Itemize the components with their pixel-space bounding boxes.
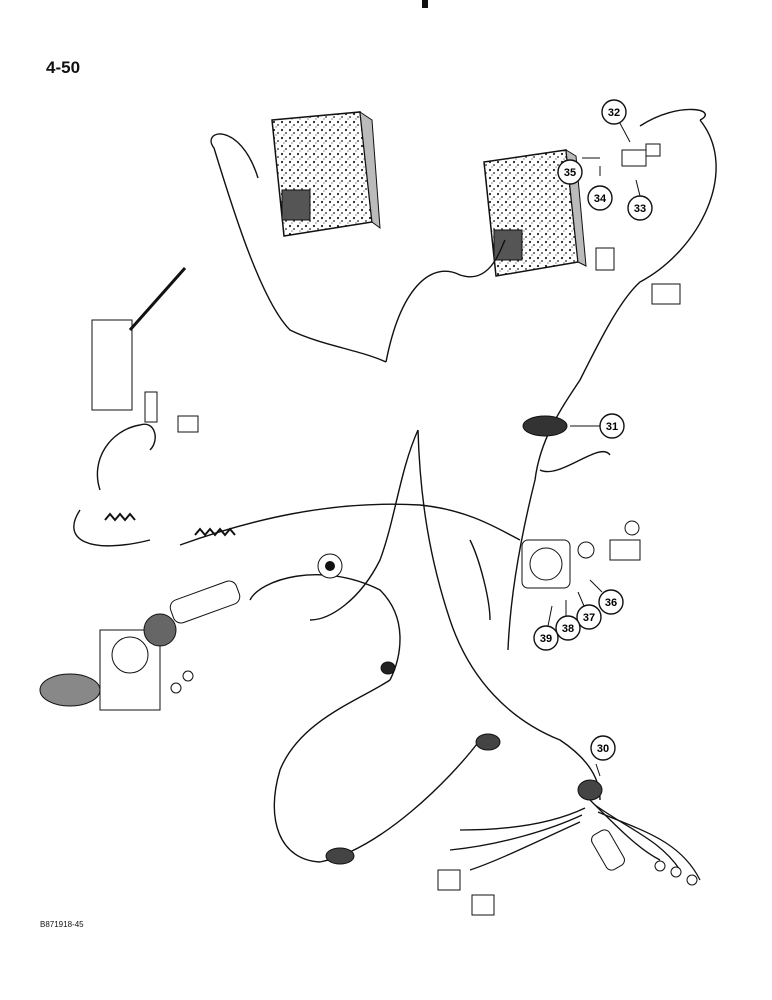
- relay-assembly: [621, 143, 661, 167]
- wire-right-lamp: [385, 239, 506, 363]
- wire-relay: [639, 108, 707, 127]
- ignition-switch: [317, 553, 343, 579]
- svg-text:38: 38: [562, 623, 574, 635]
- svg-text:31: 31: [606, 421, 618, 433]
- wire-far-left: [73, 509, 151, 547]
- harness-wires: [73, 108, 717, 863]
- callout-35: 35: [557, 159, 583, 185]
- wire-connector-loop: [249, 574, 401, 681]
- wire-lower-center: [319, 739, 481, 863]
- wire-bundle-lower-right: [449, 799, 701, 881]
- ring-terminals: [170, 670, 698, 886]
- callout-37: 37: [576, 604, 602, 630]
- wire-short-center: [469, 539, 491, 621]
- callout-38: 38: [555, 615, 581, 641]
- svg-text:32: 32: [608, 107, 620, 119]
- multi-pin-connector: [595, 247, 681, 305]
- top-mark: [422, 0, 428, 8]
- callout-39: 39: [533, 625, 559, 651]
- left-work-lamp: [271, 110, 381, 237]
- spring-coils: [104, 512, 236, 537]
- svg-text:36: 36: [605, 597, 617, 609]
- wire-main-right: [507, 119, 717, 651]
- svg-text:34: 34: [594, 193, 607, 205]
- callout-30: 30: [590, 735, 616, 761]
- wire-center-left: [309, 429, 419, 621]
- svg-text:39: 39: [540, 633, 552, 645]
- svg-text:37: 37: [583, 612, 595, 624]
- wire-switch-loop: [96, 423, 156, 491]
- lever-linkage: [91, 267, 199, 433]
- callout-36: 36: [598, 589, 624, 615]
- wire-left-horizontal: [179, 503, 521, 546]
- grommet: [522, 415, 568, 437]
- figure-code: B871918-45: [40, 920, 84, 929]
- wire-left-lamp: [210, 133, 387, 363]
- svg-text:30: 30: [597, 743, 609, 755]
- callout-34: 34: [587, 185, 613, 211]
- callout-32: 32: [601, 99, 627, 125]
- svg-text:35: 35: [564, 167, 576, 179]
- elbow-connectors: [437, 869, 495, 916]
- clamps: [325, 661, 625, 871]
- main-connector-plug: [39, 580, 241, 711]
- switch-plate-assembly: [521, 520, 641, 589]
- svg-text:33: 33: [634, 203, 646, 215]
- callout-33: 33: [627, 195, 653, 221]
- callout-leaders-lower: [547, 579, 603, 627]
- page-number: 4-50: [46, 58, 81, 77]
- wire-center-trunk: [417, 429, 601, 801]
- callout-31: 31: [599, 413, 625, 439]
- wire-short-right: [539, 451, 611, 473]
- wire-lower-left: [273, 679, 391, 863]
